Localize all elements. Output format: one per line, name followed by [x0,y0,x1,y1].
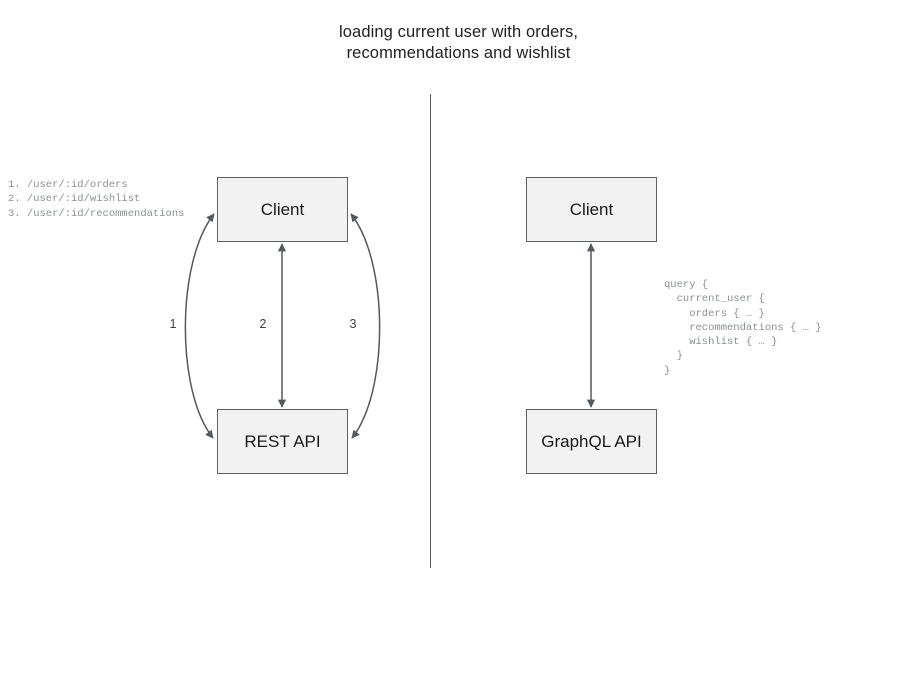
edge-1-path [184,213,215,439]
edge-label-2: 2 [259,317,267,331]
vertical-divider [430,94,431,568]
node-client-rest[interactable]: Client [217,177,348,242]
node-graphql-api[interactable]: GraphQL API [526,409,657,474]
node-client-rest-label: Client [260,199,305,219]
node-client-graphql[interactable]: Client [526,177,657,242]
node-rest-api-label: REST API [244,431,321,451]
rest-endpoint-list: 1. /user/:id/orders 2. /user/:id/wishlis… [8,179,185,220]
edge-label-3: 3 [349,317,357,331]
node-graphql-api-label: GraphQL API [541,431,642,451]
node-rest-api[interactable]: REST API [217,409,348,474]
node-client-graphql-label: Client [569,199,614,219]
edge-label-1: 1 [169,317,177,331]
page-title: loading current user with orders, recomm… [339,23,578,62]
graphql-query-block: query { current_user { orders { … } reco… [664,279,822,377]
